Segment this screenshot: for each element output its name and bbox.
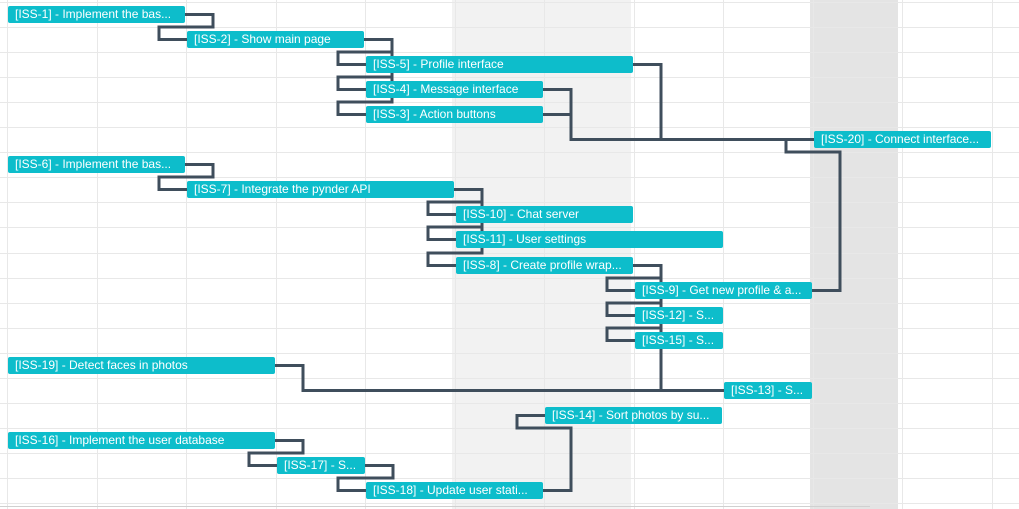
dependency-link-iss-19-to-iss-13	[275, 364, 724, 392]
dependency-link-iss-7-to-iss-8	[426, 188, 484, 267]
task-bar-iss-18[interactable]: [ISS-18] - Update user stati...	[366, 482, 543, 499]
task-bar-iss-17[interactable]: [ISS-17] - S...	[277, 457, 365, 474]
task-bar-iss-1[interactable]: [ISS-1] - Implement the bas...	[8, 6, 185, 23]
task-bar-iss-10[interactable]: [ISS-10] - Chat server	[456, 206, 633, 223]
dependency-link-iss-17-to-iss-18	[336, 464, 395, 492]
task-bar-iss-12[interactable]: [ISS-12] - S...	[635, 307, 723, 324]
dependency-link-iss-18-to-iss-14	[515, 414, 573, 492]
task-bar-iss-2[interactable]: [ISS-2] - Show main page	[187, 31, 364, 48]
task-bar-iss-15[interactable]: [ISS-15] - S...	[635, 332, 723, 349]
horizontal-scrollbar-track	[0, 506, 870, 507]
task-bar-iss-7[interactable]: [ISS-7] - Integrate the pynder API	[187, 181, 454, 198]
weekend-column	[810, 0, 898, 509]
dependency-link-iss-3-to-iss-20	[543, 113, 814, 141]
dependency-link-iss-2-to-iss-3	[336, 38, 394, 116]
task-bar-iss-14[interactable]: [ISS-14] - Sort photos by su...	[545, 407, 722, 424]
dependency-link-iss-9-to-iss-20	[784, 138, 842, 292]
dependency-link-iss-5-to-iss-20	[633, 63, 814, 141]
task-bar-iss-4[interactable]: [ISS-4] - Message interface	[366, 81, 543, 98]
task-bar-iss-8[interactable]: [ISS-8] - Create profile wrap...	[456, 257, 633, 274]
task-bar-iss-3[interactable]: [ISS-3] - Action buttons	[366, 106, 543, 123]
task-bar-iss-5[interactable]: [ISS-5] - Profile interface	[366, 56, 633, 73]
dependency-link-iss-4-to-iss-20	[543, 88, 814, 141]
task-bar-iss-20[interactable]: [ISS-20] - Connect interface...	[814, 131, 991, 148]
dependency-link-iss-16-to-iss-17	[247, 439, 305, 467]
task-bar-iss-19[interactable]: [ISS-19] - Detect faces in photos	[8, 357, 275, 374]
task-bar-iss-16[interactable]: [ISS-16] - Implement the user database	[8, 432, 275, 449]
task-bar-iss-9[interactable]: [ISS-9] - Get new profile & a...	[635, 282, 812, 299]
task-bar-iss-11[interactable]: [ISS-11] - User settings	[456, 231, 723, 248]
dependency-link-iss-6-to-iss-7	[157, 163, 215, 191]
task-bar-iss-6[interactable]: [ISS-6] - Implement the bas...	[8, 156, 185, 173]
dependency-link-iss-1-to-iss-2	[157, 13, 215, 41]
task-bar-iss-13[interactable]: [ISS-13] - S...	[724, 382, 812, 399]
